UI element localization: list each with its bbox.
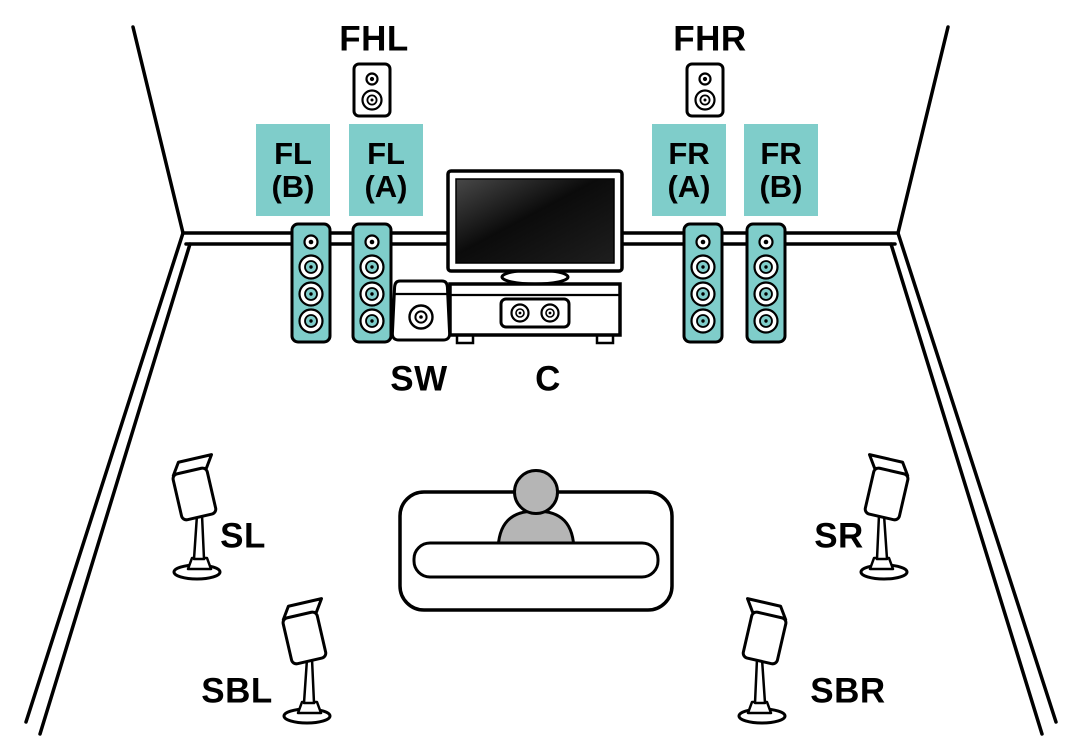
front-left-b-speaker	[290, 222, 332, 344]
tag-front-left-a-group: (A)	[364, 169, 408, 204]
right-wall-corner-line	[896, 25, 950, 235]
tag-front-right-a: FR (A)	[652, 124, 726, 216]
tag-front-right-a-group: (A)	[667, 169, 711, 204]
front-right-b-speaker	[745, 222, 787, 344]
right-wall-floor-line-upper	[896, 231, 1058, 724]
tag-front-right-a-name: FR	[668, 135, 710, 171]
left-wall-corner-line	[131, 25, 185, 235]
right-wall-floor-line-lower	[889, 242, 1044, 736]
label-surround-left: SL	[220, 516, 266, 556]
tag-front-left-a-name: FL	[367, 135, 405, 171]
subwoofer	[390, 279, 452, 342]
tag-front-left-b-name: FL	[274, 135, 312, 171]
label-surround-back-left: SBL	[201, 671, 273, 711]
center-speaker	[499, 297, 571, 329]
left-wall-floor-line-upper	[24, 231, 185, 724]
listener-head	[513, 469, 559, 515]
front-height-left-speaker	[352, 62, 392, 118]
surround-back-left-speaker	[278, 597, 337, 725]
label-subwoofer: SW	[390, 359, 448, 399]
tv-screen	[455, 178, 615, 264]
surround-left-speaker	[168, 453, 227, 581]
surround-back-right-speaker	[732, 597, 791, 725]
tag-front-left-b-group: (B)	[271, 169, 315, 204]
sofa-area	[398, 469, 674, 612]
surround-right-speaker	[854, 453, 913, 581]
label-center: C	[535, 359, 561, 399]
tag-front-left-b: FL (B)	[256, 124, 330, 216]
front-right-a-speaker	[682, 222, 724, 344]
tag-front-right-b-group: (B)	[759, 169, 803, 204]
tag-front-left-a: FL (A)	[349, 124, 423, 216]
tag-front-right-b: FR (B)	[744, 124, 818, 216]
label-front-height-right: FHR	[673, 19, 747, 59]
tag-front-right-b-name: FR	[760, 135, 802, 171]
front-left-a-speaker	[351, 222, 393, 344]
label-front-height-left: FHL	[339, 19, 409, 59]
label-surround-back-right: SBR	[810, 671, 886, 711]
label-surround-right: SR	[814, 516, 864, 556]
tv	[446, 169, 624, 286]
left-wall-floor-line-lower	[38, 242, 192, 736]
front-height-right-speaker	[685, 62, 725, 118]
sofa-seat-cushion	[412, 541, 660, 579]
